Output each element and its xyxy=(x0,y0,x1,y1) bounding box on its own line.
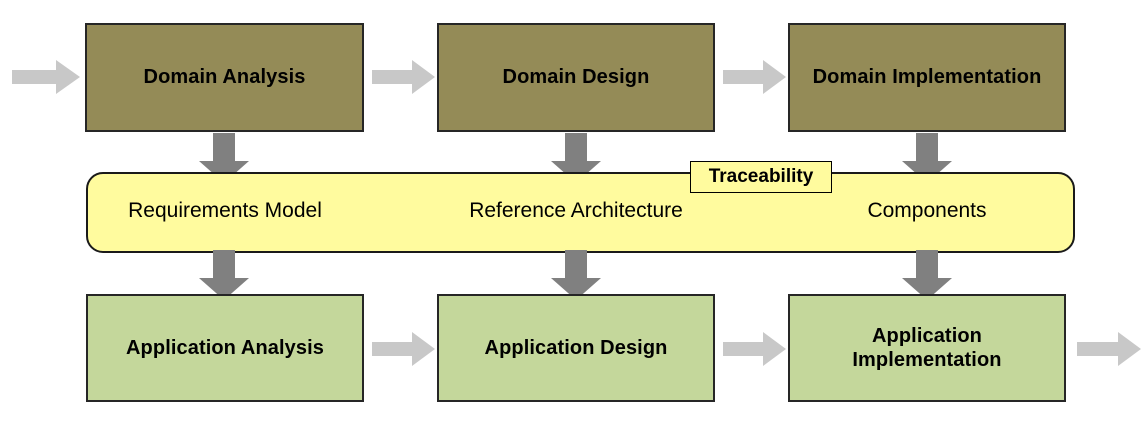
flow-arrow-domain-design-to-implementation xyxy=(723,60,786,94)
input-flow-arrow xyxy=(12,60,80,94)
box-label: Application Implementation xyxy=(852,324,1002,371)
box-label: Domain Implementation xyxy=(812,66,1042,89)
box-application-design[interactable]: Application Design xyxy=(437,294,715,402)
trace-arrow-requirements-to-app-analysis xyxy=(199,250,249,300)
trace-arrow-components-to-app-implementation xyxy=(902,250,952,300)
trace-arrow-analysis-to-requirements xyxy=(199,133,249,183)
asset-label-reference-architecture: Reference Architecture xyxy=(469,199,683,222)
box-label: Application Analysis xyxy=(126,336,324,359)
trace-arrow-architecture-to-app-design xyxy=(551,250,601,300)
traceability-label: Traceability xyxy=(708,166,814,187)
flow-arrow-app-analysis-to-design xyxy=(372,332,435,366)
traceability-callout[interactable]: Traceability xyxy=(690,161,832,193)
flow-arrow-domain-analysis-to-design xyxy=(372,60,435,94)
box-domain-analysis[interactable]: Domain Analysis xyxy=(85,23,364,132)
box-label: Domain Design xyxy=(502,66,650,89)
asset-label-requirements-model: Requirements Model xyxy=(128,199,322,222)
box-label: Application Design xyxy=(484,336,668,359)
box-application-implementation[interactable]: Application Implementation xyxy=(788,294,1066,402)
flow-arrow-app-design-to-implementation xyxy=(723,332,786,366)
box-domain-design[interactable]: Domain Design xyxy=(437,23,715,132)
box-application-analysis[interactable]: Application Analysis xyxy=(86,294,364,402)
core-asset-band xyxy=(86,172,1075,253)
asset-label-components: Components xyxy=(867,199,987,222)
trace-arrow-design-to-architecture xyxy=(551,133,601,183)
trace-arrow-implementation-to-components xyxy=(902,133,952,183)
box-domain-implementation[interactable]: Domain Implementation xyxy=(788,23,1066,132)
output-flow-arrow xyxy=(1077,332,1141,366)
box-label: Domain Analysis xyxy=(143,66,306,89)
